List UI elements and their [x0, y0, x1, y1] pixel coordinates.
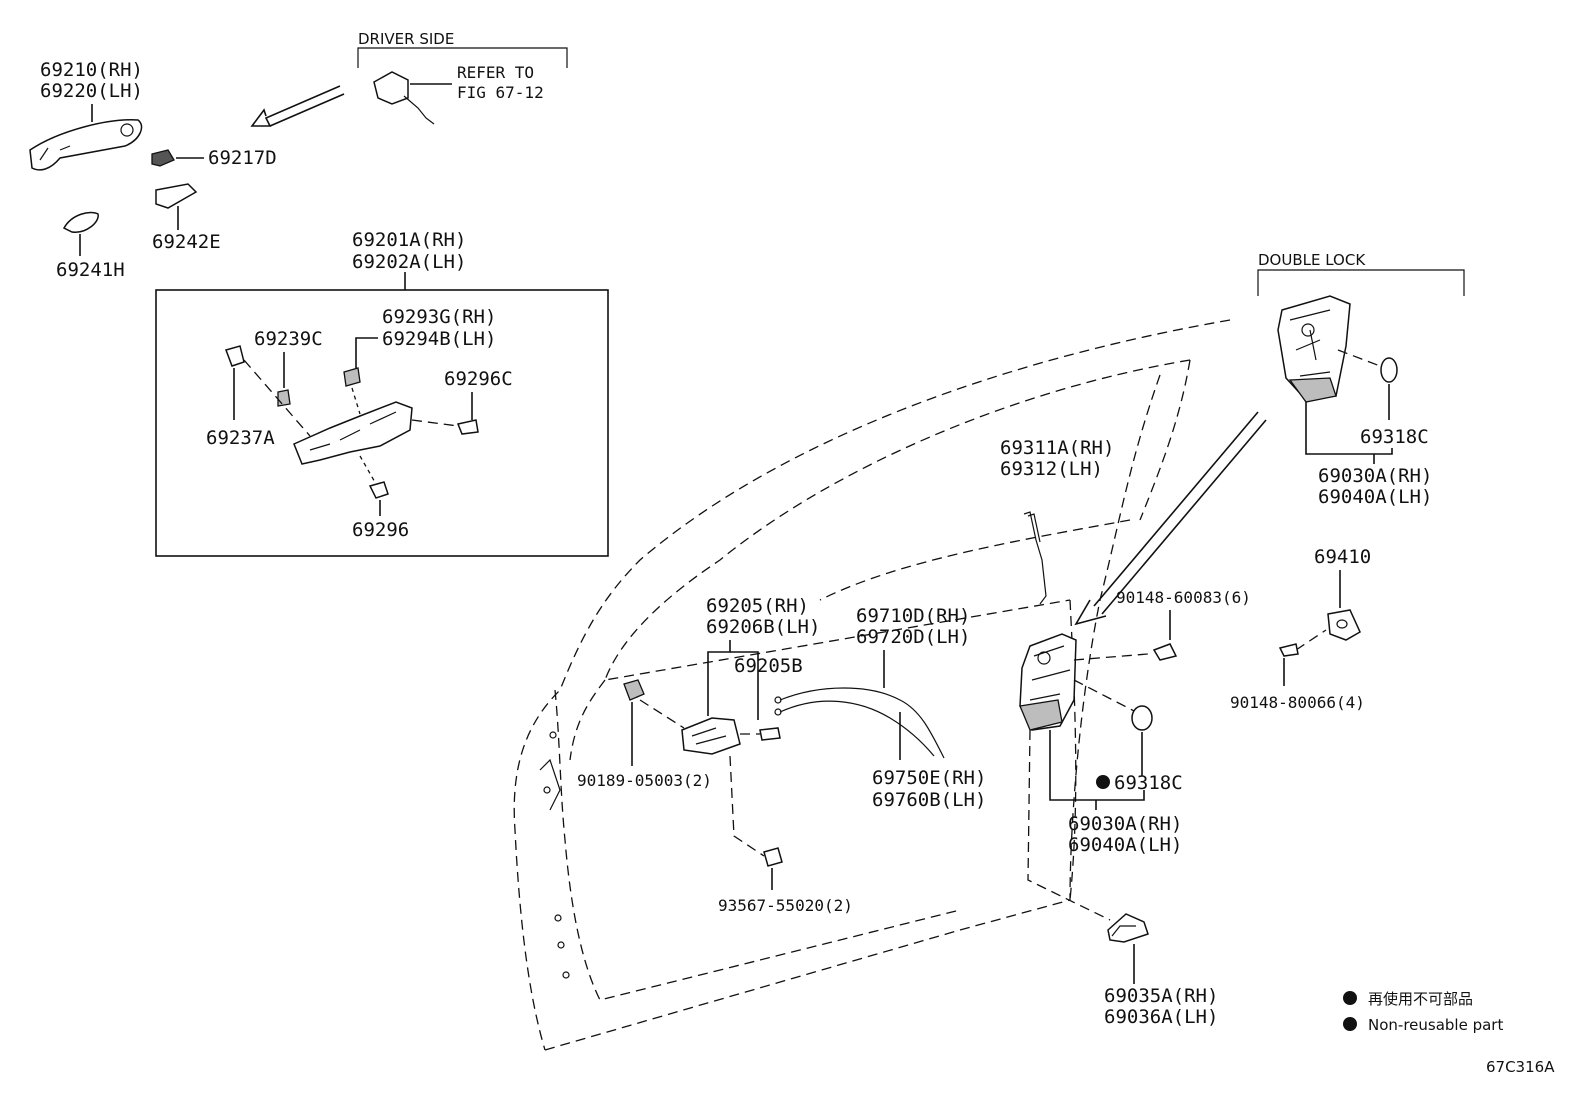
outside-handle-group: 69210(RH) 69220(LH) 69217D 69242E 69241H [29, 59, 277, 281]
double-lock-title: DOUBLE LOCK [1258, 251, 1366, 269]
inside-handle-group: 69205(RH) 69206B(LH) 69205B 90189-05003(… [577, 595, 853, 915]
label-69311a: 69311A(RH) [1000, 437, 1114, 459]
label-69040a-bottom: 69040A(LH) [1068, 834, 1182, 856]
label-69410: 69410 [1314, 546, 1371, 568]
label-69201a: 69201A(RH) [352, 229, 466, 251]
label-69210: 69210(RH) [40, 59, 143, 81]
non-reusable-mark [1096, 775, 1110, 789]
label-90148-60083: 90148-60083(6) [1116, 588, 1251, 607]
lock-rod [1023, 511, 1047, 605]
label-69318c-top: 69318C [1360, 426, 1429, 448]
figure-id: 67C316A [1486, 1058, 1555, 1076]
label-69206b: 69206B(LH) [706, 616, 820, 638]
legend-jp: 再使用不可部品 [1368, 990, 1473, 1008]
seal-69318c-upper [1380, 357, 1398, 383]
label-69202a: 69202A(LH) [352, 251, 466, 273]
label-69720d: 69720D(LH) [856, 626, 970, 648]
label-93567: 93567-55020(2) [718, 896, 853, 915]
arrow-double-lock [1074, 411, 1267, 626]
lock-cable-1 [779, 687, 945, 759]
door-outline [513, 319, 1231, 1051]
label-69312: 69312(LH) [1000, 458, 1103, 480]
seal-69318c-lower [1131, 705, 1153, 731]
driver-side-group: DRIVER SIDE REFER TO FIG 67-12 [357, 30, 568, 125]
driver-side-title: DRIVER SIDE [358, 30, 454, 48]
label-69293g: 69293G(RH) [382, 306, 496, 328]
arrow-driver-side [250, 85, 345, 127]
label-90148-80066: 90148-80066(4) [1230, 693, 1365, 712]
label-69750e: 69750E(RH) [872, 767, 986, 789]
outside-handle [29, 119, 143, 171]
label-69220: 69220(LH) [40, 80, 143, 102]
door-striker [1327, 609, 1361, 641]
refer-to-line1: REFER TO [457, 63, 534, 82]
label-69035a: 69035A(RH) [1104, 985, 1218, 1007]
label-69760b: 69760B(LH) [872, 789, 986, 811]
double-lock-group: DOUBLE LOCK 69318C 69030A(RH) 69040A(LH) [1257, 251, 1465, 508]
label-69241h: 69241H [56, 259, 125, 281]
handle-frame-box: 69201A(RH) 69202A(LH) 69293G(RH) 69294B(… [155, 229, 609, 557]
lock-bracket [1107, 913, 1149, 943]
bracket-69035a-group: 69035A(RH) 69036A(LH) [1104, 913, 1218, 1028]
inside-handle [681, 717, 741, 755]
label-69296: 69296 [352, 519, 409, 541]
refer-to-line2: FIG 67-12 [457, 83, 544, 102]
label-90189: 90189-05003(2) [577, 771, 712, 790]
label-69296c: 69296C [444, 368, 513, 390]
door-lock-group: 90148-60083(6) 69318C 69030A(RH) 69040A(… [1019, 588, 1251, 921]
legend-en: Non-reusable part [1368, 1016, 1503, 1034]
label-69040a-top: 69040A(LH) [1318, 486, 1432, 508]
clip-90189 [623, 679, 645, 701]
label-69237a: 69237A [206, 427, 275, 449]
key-cylinder [373, 71, 409, 105]
lock-rod-group: 69311A(RH) 69312(LH) [1000, 437, 1114, 605]
label-69217d: 69217D [208, 147, 277, 169]
legend-dot-jp [1343, 991, 1357, 1005]
label-69242e: 69242E [152, 231, 221, 253]
label-69710d: 69710D(RH) [856, 605, 970, 627]
label-69239c: 69239C [254, 328, 323, 350]
pad-69242e [155, 183, 198, 209]
label-69036a: 69036A(LH) [1104, 1006, 1218, 1028]
striker-group: 69410 90148-80066(4) [1230, 546, 1371, 712]
label-69030a-bottom: 69030A(RH) [1068, 813, 1182, 835]
lock-cable-2 [779, 700, 935, 757]
legend: 再使用不可部品 Non-reusable part [1343, 990, 1503, 1034]
label-69030a-top: 69030A(RH) [1318, 465, 1432, 487]
label-69205: 69205(RH) [706, 595, 809, 617]
cover-69217d [151, 149, 175, 167]
label-69205b: 69205B [734, 655, 803, 677]
pad-69241h [62, 211, 99, 233]
label-69318c-bottom: 69318C [1114, 772, 1183, 794]
cable-group: 69710D(RH) 69720D(LH) 69750E(RH) 69760B(… [774, 605, 986, 811]
legend-dot-en [1343, 1017, 1357, 1031]
label-69294b: 69294B(LH) [382, 328, 496, 350]
